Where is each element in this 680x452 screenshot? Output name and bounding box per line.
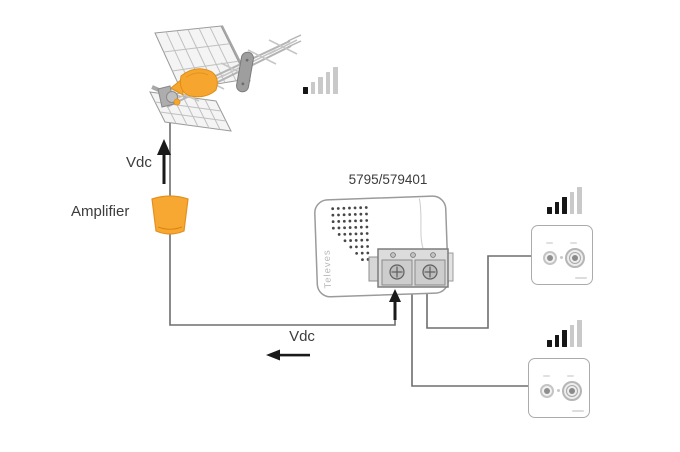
signal-bar — [554, 335, 559, 347]
antenna-mount-hardware — [157, 85, 181, 108]
block-screw-small — [410, 252, 416, 258]
power-inserter-device: Televes — [314, 195, 454, 320]
signal-strength-icon-outlet2 — [547, 319, 582, 347]
block-screw-small — [430, 252, 436, 258]
signal-bar — [577, 187, 582, 214]
signal-bar — [547, 340, 552, 347]
signal-bar — [569, 325, 574, 347]
signal-bar — [569, 192, 574, 214]
tv-connector-icon — [562, 381, 582, 401]
outlet-marking — [570, 242, 577, 244]
outlet-brand-mark — [572, 409, 584, 412]
vdc-up-arrow — [157, 139, 171, 184]
f-connector-screw — [422, 264, 438, 280]
power-inserter-brand: Televes — [322, 249, 334, 289]
signal-strength-icon-antenna — [303, 66, 338, 94]
signal-strength-icon-outlet1 — [547, 186, 582, 214]
signal-bar — [554, 202, 559, 214]
signal-bar — [318, 77, 323, 94]
antenna-dipole-housing — [170, 68, 218, 98]
f-connector-screw — [389, 264, 405, 280]
amplifier-device — [151, 195, 189, 235]
power-inserter-model-label: 5795/579401 — [348, 172, 428, 187]
tv-connector-icon — [565, 248, 585, 268]
antenna-illustration — [149, 25, 302, 132]
signal-bar — [333, 67, 338, 94]
signal-bar — [562, 330, 567, 347]
amplifier-label: Amplifier — [71, 203, 130, 220]
vdc-label-bottom: Vdc — [289, 328, 315, 345]
radio-connector-icon — [543, 251, 557, 265]
vdc-left-arrow — [266, 349, 310, 361]
signal-bar — [577, 320, 582, 347]
radio-connector-icon — [540, 384, 554, 398]
outlet-marking — [543, 375, 550, 377]
antenna-fin — [236, 51, 254, 93]
outlet-marking — [546, 242, 553, 244]
cable-psu-to-outlet1 — [426, 255, 531, 329]
cable-psu-to-outlet2 — [411, 287, 528, 387]
outlet-screw-icon — [560, 256, 563, 259]
signal-bar — [562, 197, 567, 214]
connector-block — [368, 248, 454, 288]
block-screw-small — [390, 252, 396, 258]
tv-outlet-1 — [531, 225, 593, 285]
outlet-screw-icon — [557, 389, 560, 392]
tv-outlet-2 — [528, 358, 590, 418]
antenna-reflector-upper — [154, 25, 248, 91]
outlet-brand-mark — [575, 276, 587, 279]
signal-bar — [547, 207, 552, 214]
vdc-label-top: Vdc — [126, 154, 152, 171]
signal-bar — [303, 87, 308, 94]
psu-input-arrow — [389, 289, 401, 320]
signal-bar — [325, 72, 330, 94]
signal-bar — [310, 82, 315, 94]
outlet-marking — [567, 375, 574, 377]
